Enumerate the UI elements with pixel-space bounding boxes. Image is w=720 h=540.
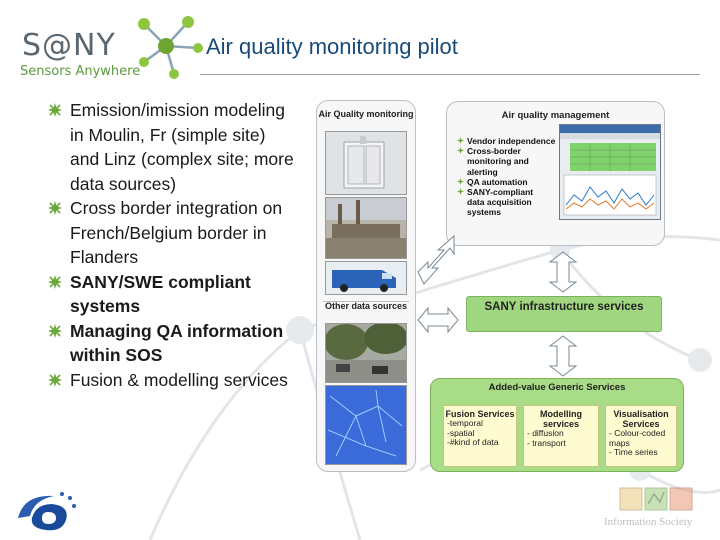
sany-infrastructure-box: SANY infrastructure services <box>466 296 662 332</box>
aq-monitoring-label: Air Quality monitoring <box>317 109 415 119</box>
fusion-item: -#kind of data <box>444 438 516 448</box>
industrial-site-photo <box>325 197 407 259</box>
bullet-list: Emission/imission modeling in Moulin, Fr… <box>44 98 294 392</box>
bullet-star-icon <box>48 373 62 387</box>
modelling-services-box: Modelling services - diffusion - transpo… <box>523 405 599 467</box>
bullet-text: SANY/SWE compliant systems <box>70 272 251 317</box>
aq-management-item-text: QA automation <box>467 177 528 187</box>
sany-logo: S@NY Sensors Anywhere <box>14 10 204 86</box>
bullet-item: Emission/imission modeling in Moulin, Fr… <box>44 98 294 196</box>
item-star-icon <box>457 178 464 185</box>
added-value-title: Added-value Generic Services <box>431 382 683 393</box>
data-sources-panel: Air Quality monitoring Other data source… <box>316 100 416 472</box>
aq-management-item: QA automation <box>457 177 557 187</box>
aq-management-item: Vendor independence <box>457 136 557 146</box>
logo-tagline: Sensors Anywhere <box>20 64 140 79</box>
street-photo <box>325 323 407 383</box>
bullet-star-icon <box>48 275 62 289</box>
double-arrow-vertical-2 <box>546 334 580 378</box>
item-star-icon <box>457 147 464 154</box>
bullet-item: Fusion & modelling services <box>44 368 294 393</box>
aq-management-title: Air quality management <box>447 110 664 121</box>
monitoring-station-photo <box>325 131 407 195</box>
other-sources-label: Other data sources <box>317 301 415 311</box>
slide-title: Air quality monitoring pilot <box>206 34 458 60</box>
added-value-services-box: Added-value Generic Services Fusion Serv… <box>430 378 684 472</box>
bullet-star-icon <box>48 201 62 215</box>
aq-management-item: Cross-border monitoring and alerting <box>457 146 557 177</box>
bullet-text: Managing QA information within SOS <box>70 321 283 366</box>
bullet-item: Cross border integration on French/Belgi… <box>44 196 294 270</box>
fusion-services-box: Fusion Services -temporal -spatial -#kin… <box>443 405 517 467</box>
bullet-text: Emission/imission modeling in Moulin, Fr… <box>70 100 294 194</box>
bullet-text: Cross border integration on French/Belgi… <box>70 198 282 267</box>
visualisation-services-title: Visualisation Services <box>606 409 676 429</box>
aq-management-panel: Air quality management Vendor independen… <box>446 101 665 246</box>
aq-management-item: data acquisition systems <box>457 197 557 217</box>
information-society-icon <box>618 486 694 514</box>
fp6-logo <box>14 488 82 532</box>
bullet-text: Fusion & modelling services <box>70 370 288 390</box>
item-star-icon <box>457 188 464 195</box>
network-map <box>325 385 407 465</box>
logo-brand: S@NY <box>22 28 116 63</box>
aq-management-item-text: data acquisition systems <box>467 197 532 217</box>
sany-infrastructure-label: SANY infrastructure services <box>467 297 661 314</box>
title-divider <box>200 74 700 75</box>
double-arrow-diagonal-1 <box>414 232 462 290</box>
visualisation-item: - Colour-coded maps <box>606 429 676 448</box>
item-star-icon <box>457 137 464 144</box>
visualisation-services-box: Visualisation Services - Colour-coded ma… <box>605 405 677 467</box>
aq-management-item-text: Vendor independence <box>467 136 555 146</box>
aq-management-item: SANY-compliant <box>457 187 557 197</box>
bullet-star-icon <box>48 103 62 117</box>
sensor-network-icon <box>130 14 206 80</box>
bullet-star-icon <box>48 324 62 338</box>
bullet-item: SANY/SWE compliant systems <box>44 270 294 319</box>
double-arrow-vertical-1 <box>546 250 580 294</box>
double-arrow-horizontal <box>414 300 462 340</box>
aq-management-item-text: Cross-border monitoring and alerting <box>467 146 529 176</box>
bullet-item: Managing QA information within SOS <box>44 319 294 368</box>
visualisation-item: - Time series <box>606 448 676 458</box>
modelling-item: - transport <box>524 439 598 449</box>
information-society-label: Information Society <box>604 516 692 528</box>
aq-management-item-text: SANY-compliant <box>467 187 533 197</box>
modelling-services-title: Modelling services <box>524 409 598 429</box>
information-society-logo: Information Society <box>598 482 710 538</box>
monitoring-van-photo <box>325 261 407 295</box>
software-screenshot <box>559 124 661 220</box>
